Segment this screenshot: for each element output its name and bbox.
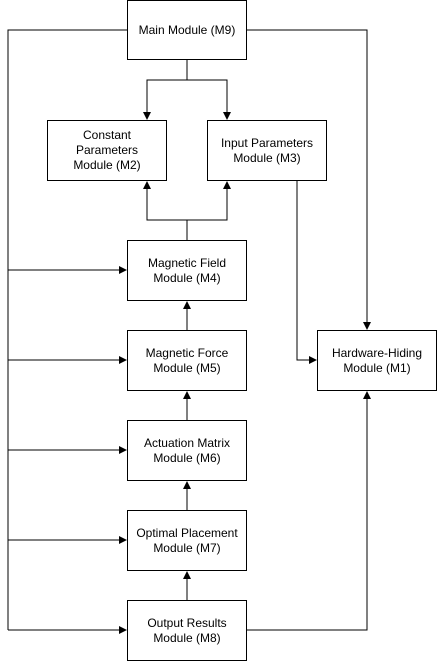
optimal-placement-module-box: Optimal Placement Module (M7)	[127, 510, 247, 571]
edge-m9-to-m2	[143, 60, 188, 120]
hardware-hiding-module-box: Hardware-Hiding Module (M1)	[317, 330, 437, 391]
actuation-matrix-module-label: Actuation Matrix Module (M6)	[143, 435, 231, 465]
magnetic-force-module-label: Magnetic Force Module (M5)	[145, 345, 229, 375]
input-parameters-module-label: Input Parameters Module (M3)	[220, 135, 314, 165]
main-module-box: Main Module (M9)	[127, 0, 247, 60]
edge-m3-to-m1	[296, 181, 317, 364]
constant-parameters-module-box: Constant Parameters Module (M2)	[47, 120, 167, 181]
optimal-placement-module-label: Optimal Placement Module (M7)	[136, 525, 238, 555]
edge-m8-to-m1	[247, 391, 371, 631]
main-module-label: Main Module (M9)	[138, 22, 236, 37]
constant-parameters-module-label: Constant Parameters Module (M2)	[73, 128, 141, 172]
output-results-module-box: Output Results Module (M8)	[127, 600, 247, 661]
edge-m4-to-m2	[143, 181, 188, 240]
edge-m9-left-spine	[7, 29, 127, 630]
edge-m4-to-m3	[187, 181, 231, 221]
actuation-matrix-module-box: Actuation Matrix Module (M6)	[127, 420, 247, 481]
input-parameters-module-box: Input Parameters Module (M3)	[207, 120, 327, 181]
magnetic-force-module-box: Magnetic Force Module (M5)	[127, 330, 247, 391]
edge-m9-to-m3	[187, 79, 231, 120]
output-results-module-label: Output Results Module (M8)	[147, 615, 227, 645]
magnetic-field-module-label: Magnetic Field Module (M4)	[147, 255, 227, 285]
hardware-hiding-module-label: Hardware-Hiding Module (M1)	[331, 345, 423, 375]
edge-m9-to-m1	[247, 29, 371, 330]
magnetic-field-module-box: Magnetic Field Module (M4)	[127, 240, 247, 301]
